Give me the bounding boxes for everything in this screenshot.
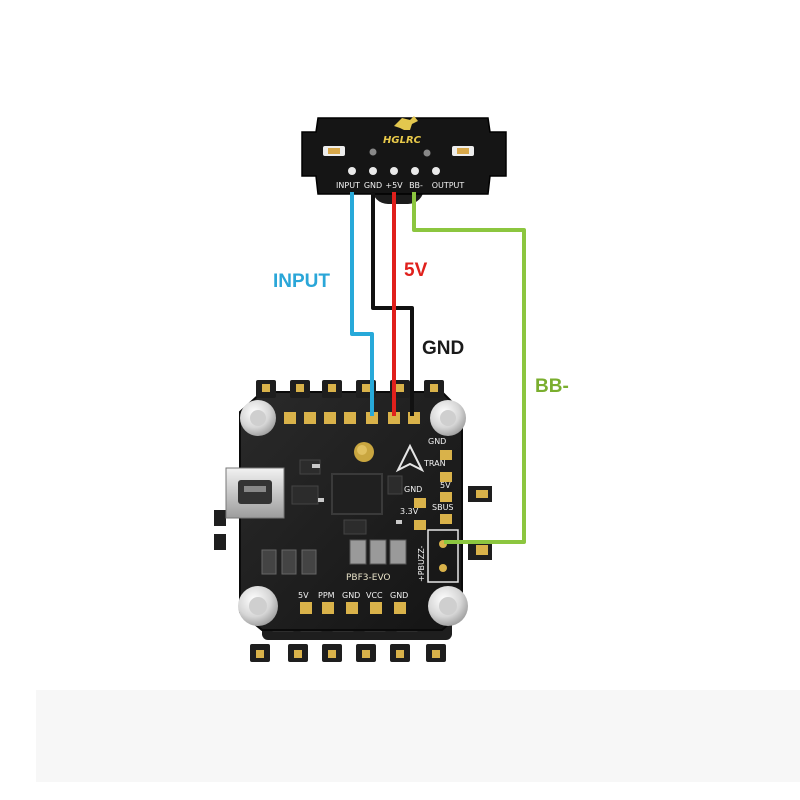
fc-pad-5v-right: 5V [440,481,451,490]
power-components [261,539,407,575]
buzzer-pin-pads [348,167,440,175]
fc-pad-vcc: VCC [366,591,383,600]
direction-arrow-icon [395,443,425,473]
nylon-standoff-top-left [240,400,276,436]
fc-model-label: PBF3-EVO [346,573,391,583]
buzzer-pin-output: OUTPUT [432,181,465,190]
wire-input [350,192,374,416]
nylon-standoff-bottom-right [428,586,468,626]
fc-buzzer-pad: +PBUZZ- [417,529,459,583]
fc-buzzer-label: +PBUZZ- [417,545,426,582]
buzzer-pin-bb: BB- [409,181,423,190]
top-solder-pads [284,412,420,424]
wire-label-beeper: BB- [535,376,569,397]
top-motor-pads [256,380,444,398]
wires [350,192,526,544]
buzzer-pin-gnd: GND [364,181,382,190]
fc-left-pads: GND 3.3V [400,485,426,530]
fc-pad-gnd-left: GND [404,485,422,494]
nylon-standoff-bottom-left [238,586,278,626]
buzzer-pin-5v: +5V [385,181,403,190]
nylon-standoff-top-right [430,400,466,436]
fc-pad-tran: TRAN [423,459,446,468]
left-side-pads [214,510,226,550]
micro-usb-icon [225,467,285,519]
fc-pad-gnd-bottom: GND [342,591,360,600]
wire-label-input: INPUT [273,271,330,292]
fc-right-pads: GND TRAN 5V SBUS [423,437,454,524]
wire-label-ground: GND [422,338,464,359]
flight-controller: GND TRAN 5V SBUS GND 3.3V +PBUZZ- PBF3-E… [214,380,492,662]
buzzer-led-right [452,146,474,156]
wire-beeper [412,192,526,544]
fc-pad-gnd-right: GND [428,437,446,446]
fc-bottom-pads: 5V PPM GND VCC GND [298,591,408,614]
buzzer-logo-text: HGLRC [383,135,422,146]
buzzer-board: HGLRC INPUT GND +5V BB- OUTPUT [301,116,507,204]
bottom-motor-pads [250,644,446,662]
buzzer-led-left [323,146,345,156]
dinosaur-icon [394,116,418,130]
fc-pad-sbus: SBUS [432,503,454,512]
buzzer-pin-input: INPUT [336,181,360,190]
fc-pad-5v-bottom: 5V [298,591,309,600]
mcu-chip [331,473,383,515]
fc-pad-3v3: 3.3V [400,507,419,516]
right-side-pads [468,486,492,560]
fc-pad-ppm: PPM [318,591,335,600]
wire-label-power: 5V [404,260,428,281]
buzzer-pin-labels: INPUT GND +5V BB- OUTPUT [336,181,464,190]
fc-pad-gnd-bottom-2: GND [390,591,408,600]
